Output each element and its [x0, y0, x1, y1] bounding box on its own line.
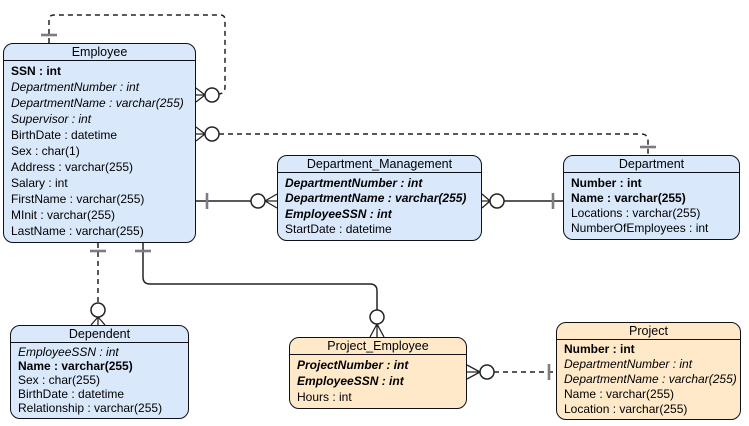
attribute-row: Location : varchar(255) [564, 401, 688, 416]
attribute-row: FirstName : varchar(255) [11, 192, 145, 206]
edge-line[interactable] [48, 14, 226, 95]
attribute-row: DepartmentName : varchar(255) [11, 96, 184, 110]
attribute-list: DepartmentNumber : int DepartmentName : … [278, 173, 481, 239]
entity-title: Project [557, 323, 740, 340]
attribute-row: Hours : int [297, 390, 352, 404]
edge-line[interactable] [219, 133, 649, 155]
attribute-row: Number : int [571, 175, 642, 190]
zero-circle-icon [479, 364, 495, 380]
attribute-row: ProjectNumber : int [297, 358, 409, 372]
attribute-row: Locations : varchar(255) [571, 206, 701, 221]
attribute-row: Name : varchar(255) [571, 190, 686, 205]
attribute-row: Sex : char(255) [18, 373, 101, 387]
zero-circle-icon [489, 193, 505, 209]
entity-title: Employee [4, 44, 195, 61]
attribute-row: Salary : int [11, 176, 68, 190]
attribute-row: Name : varchar(255) [564, 386, 675, 401]
attribute-row: Supervisor : int [11, 112, 92, 126]
attribute-row: BirthDate : datetime [18, 387, 125, 401]
entity-title: Dependent [11, 326, 188, 343]
zero-circle-icon [250, 193, 266, 209]
attribute-row: NumberOfEmployees : int [571, 221, 709, 236]
crow-foot-icon [195, 126, 206, 142]
edge-employee-project-employee[interactable] [135, 243, 385, 338]
crow-foot-icon [264, 193, 278, 209]
entity-employee[interactable]: Employee SSN : int DepartmentNumber : in… [3, 43, 196, 243]
attribute-row: SSN : int [11, 64, 61, 78]
attribute-row: Name : varchar(255) [18, 359, 133, 373]
attribute-list: Number : int DepartmentNumber : int Depa… [557, 340, 740, 418]
attribute-row: DepartmentNumber : int [564, 357, 693, 372]
edge-employee-department[interactable] [195, 126, 656, 155]
edge-employee-supervisor[interactable] [41, 14, 226, 103]
attribute-row: Number : int [564, 342, 635, 357]
attribute-row: Relationship : varchar(255) [18, 401, 163, 415]
attribute-row: MInit : varchar(255) [11, 208, 116, 222]
crow-foot-icon [481, 193, 491, 209]
attribute-row: EmployeeSSN : int [297, 374, 404, 388]
entity-department[interactable]: Department Number : int Name : varchar(2… [563, 155, 740, 240]
entity-project[interactable]: Project Number : int DepartmentNumber : … [556, 322, 741, 420]
attribute-row: Address : varchar(255) [11, 160, 134, 174]
crow-foot-icon [195, 87, 206, 103]
zero-circle-icon [369, 309, 385, 325]
crow-foot-icon [466, 364, 481, 380]
attribute-row: DepartmentName : varchar(255) [564, 371, 737, 386]
attribute-list: EmployeeSSN : int Name : varchar(255) Se… [11, 343, 188, 417]
zero-circle-icon [204, 126, 220, 142]
entity-department-management[interactable]: Department_Management DepartmentNumber :… [277, 155, 482, 241]
zero-circle-icon [204, 87, 220, 103]
attribute-list: ProjectNumber : int EmployeeSSN : int Ho… [290, 355, 466, 407]
entity-title: Department [564, 156, 739, 173]
attribute-row: EmployeeSSN : int [18, 345, 119, 359]
edge-line[interactable] [142, 243, 378, 310]
crow-foot-icon [90, 316, 106, 326]
crow-foot-icon [369, 323, 385, 338]
attribute-row: EmployeeSSN : int [285, 206, 392, 221]
attribute-row: Sex : char(1) [11, 144, 80, 158]
edge-project-employee-project[interactable] [466, 364, 556, 380]
edge-employee-department-management[interactable] [196, 193, 278, 209]
entity-title: Department_Management [278, 156, 481, 173]
entity-title: Project_Employee [290, 338, 466, 355]
attribute-row: LastName : varchar(255) [11, 224, 144, 238]
attribute-row: BirthDate : datetime [11, 128, 118, 142]
attribute-row: StartDate : datetime [285, 222, 392, 237]
attribute-list: SSN : int DepartmentNumber : int Departm… [4, 61, 195, 241]
attribute-row: DepartmentNumber : int [285, 175, 423, 190]
edge-department-management-department[interactable] [481, 193, 563, 209]
entity-dependent[interactable]: Dependent EmployeeSSN : int Name : varch… [10, 325, 189, 419]
attribute-list: Number : int Name : varchar(255) Locatio… [564, 173, 739, 238]
zero-circle-icon [90, 302, 106, 318]
attribute-row: DepartmentName : varchar(255) [285, 191, 467, 206]
entity-project-employee[interactable]: Project_Employee ProjectNumber : int Emp… [289, 337, 467, 409]
attribute-row: DepartmentNumber : int [11, 80, 140, 94]
edge-employee-dependent[interactable] [90, 243, 106, 326]
